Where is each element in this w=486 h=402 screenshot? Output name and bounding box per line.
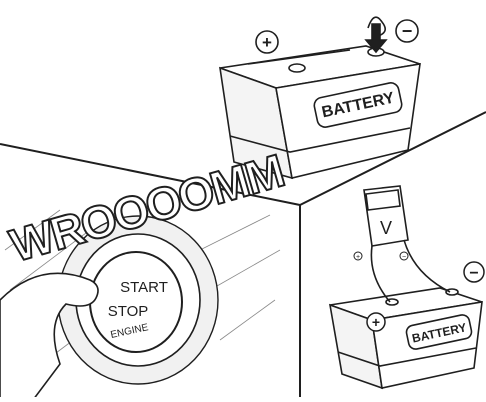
right-battery <box>330 288 482 388</box>
probe-positive-marker: + <box>354 252 362 261</box>
button-text-stop: STOP <box>108 303 149 320</box>
right-positive-badge: + <box>367 313 385 331</box>
start-stop-button <box>90 252 182 352</box>
button-text-start: START <box>120 279 168 296</box>
voltmeter-lead-positive <box>371 246 390 302</box>
top-positive-terminal <box>289 64 305 72</box>
top-positive-symbol: + <box>262 33 272 52</box>
right-positive-symbol: + <box>372 314 380 330</box>
probe-positive-symbol: + <box>356 254 360 261</box>
right-negative-symbol: − <box>469 265 478 282</box>
top-negative-badge: − <box>396 20 418 42</box>
probe-negative-marker: − <box>400 252 408 261</box>
voltmeter-unit: V <box>380 218 392 238</box>
probe-negative-symbol: − <box>402 254 406 261</box>
voltmeter <box>364 186 450 302</box>
right-negative-terminal <box>446 289 458 295</box>
top-positive-badge: + <box>256 31 278 53</box>
voltmeter-display <box>366 190 400 210</box>
right-negative-badge: − <box>464 262 484 282</box>
voltmeter-lead-negative <box>404 240 450 292</box>
top-negative-symbol: − <box>402 21 413 41</box>
